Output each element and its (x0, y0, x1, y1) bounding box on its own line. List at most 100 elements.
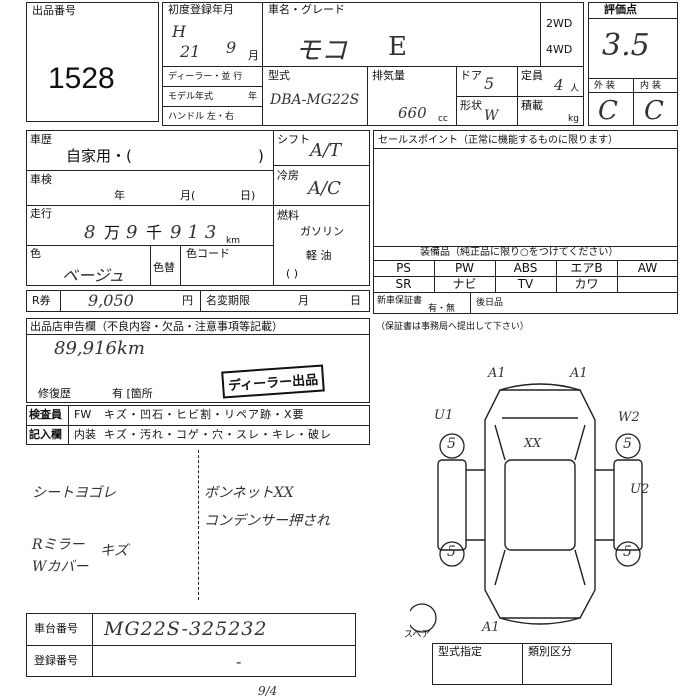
sales-box (373, 130, 678, 314)
equip-ps: PS (396, 261, 411, 275)
history-box (26, 130, 370, 286)
shape-label: 形状 (460, 99, 482, 112)
inspector-label: 検査員 (29, 408, 62, 421)
mark-tire-rl: 5 (447, 544, 456, 560)
recycle-label: R券 (32, 294, 51, 307)
tire-rear-left (439, 541, 465, 567)
capacity-label: 定員 (521, 69, 543, 82)
inspection-interior-items: キズ・汚れ・コゲ・穴・スレ・キレ・破レ (104, 428, 332, 441)
inspection-year: 年 (114, 189, 125, 202)
history-close: ) (258, 147, 264, 165)
month-unit: 月 (248, 49, 259, 62)
score-label: 評価点 (604, 3, 637, 16)
ac-label: 冷房 (277, 169, 299, 182)
recycle-yen: 円 (182, 294, 193, 307)
displacement: 660 (398, 104, 427, 122)
dealer-label: ディーラー・並 行 (168, 72, 243, 82)
inspection-interior-tag: 内装 (74, 428, 96, 441)
mark-bonnet: XX (524, 436, 542, 450)
model-year-label: モデル年式 (168, 92, 214, 102)
car-name-label: 車名・グレード (268, 3, 345, 16)
score: 3.5 (602, 28, 650, 63)
model-year-unit: 年 (248, 92, 258, 102)
cc-unit: cc (438, 114, 448, 124)
equip-tv: TV (517, 277, 534, 291)
equip-airbag: エアB (570, 261, 603, 275)
tire-front-right (615, 433, 641, 459)
mileage-man-unit: 万 (104, 223, 121, 242)
warranty-note: （保証書は事務局へ提出して下さい） (376, 322, 529, 332)
history-label: 車歴 (30, 133, 52, 146)
mark-w2: W2 (618, 410, 640, 425)
type-value: DBA-MG22S (270, 92, 360, 108)
shape: W (484, 108, 499, 124)
equip-sr: SR (395, 277, 412, 291)
spare-tire (410, 603, 437, 633)
reg-month: 9 (226, 38, 237, 57)
note-cover: Wカバー (32, 559, 89, 575)
note-seat: シートヨゴレ (32, 485, 116, 501)
doors-label: ドア (460, 69, 482, 82)
report-label: 出品店申告欄（不良内容・欠品・注意事項等記載） (30, 320, 283, 333)
capacity-unit: 人 (570, 84, 580, 94)
mileage-label: 走行 (30, 207, 52, 220)
shift-label: シフト (277, 133, 310, 146)
capacity: 4 (554, 76, 564, 94)
tire-rear-right (615, 541, 641, 567)
recycle-value: 9,050 (88, 291, 134, 310)
era: H (172, 22, 186, 41)
fuel-label: 燃料 (277, 209, 299, 222)
inspection-fw-tag: FW (74, 408, 92, 421)
lot-number-box (26, 2, 159, 122)
car-body-outline (484, 389, 596, 619)
mark-tire-fl: 5 (447, 436, 456, 452)
warranty-value: 有・無 (428, 304, 456, 314)
sales-label: セールスポイント（正常に機能するものに限ります） (378, 135, 618, 146)
kg-unit: kg (568, 114, 579, 124)
mileage-sen-unit: 千 (146, 223, 163, 242)
name-change-day: 日 (350, 294, 361, 307)
mark-front-left: A1 (488, 366, 506, 381)
equip-navi: ナビ (452, 277, 477, 291)
history-value: 自家用・( (66, 147, 132, 165)
rear-item-label: 後日品 (476, 298, 504, 308)
lot-number-label: 出品番号 (32, 4, 76, 17)
fuel-other: ( ) (286, 267, 299, 280)
grade: E (388, 32, 407, 62)
equip-leather: カワ (574, 277, 599, 291)
inspection-date-label: 車検 (30, 173, 52, 186)
inspection-fw-items: キズ・凹石・ヒビ割・リペア跡・X要 (104, 408, 305, 421)
color-label: 色 (30, 247, 41, 260)
drive-4wd: 4WD (546, 43, 573, 56)
mileage-sen1: 9 (126, 222, 138, 243)
spec-label: 型式指定 (438, 645, 482, 658)
spare-label: スペア (404, 630, 431, 640)
equip-abs: ABS (513, 261, 538, 275)
page-mark: 9/4 (258, 684, 278, 698)
handle-label: ハンドル 左・右 (168, 112, 234, 122)
color-value: ベージュ (62, 266, 125, 285)
repair-history-label: 修復歴 (38, 387, 71, 400)
interior-label: 内 装 (640, 81, 661, 91)
load-label: 積載 (521, 99, 543, 112)
exterior-label: 外 装 (594, 81, 615, 91)
drive-2wd: 2WD (546, 17, 573, 30)
registration-value: - (236, 652, 242, 671)
class-label: 類別区分 (528, 645, 572, 658)
report-box (26, 318, 370, 403)
name-change-label: 名変期限 (206, 294, 250, 307)
color-code-label: 色コード (186, 247, 230, 260)
exterior-grade: C (598, 96, 618, 126)
equipment-label: 装備品（純正品に限り○をつけてください） (420, 247, 619, 258)
mark-u1: U1 (434, 408, 454, 423)
main-header-box (162, 2, 584, 126)
inspection-month: 月( (180, 189, 196, 202)
equip-aw: AW (637, 261, 658, 275)
chassis-number: MG22S-325232 (104, 618, 268, 640)
recycle-box (26, 290, 370, 312)
first-reg-label: 初度登録年月 (168, 3, 234, 16)
mark-rear: A1 (482, 620, 500, 635)
color-change-label: 色替 (153, 261, 175, 274)
repair-history-value: 有 [箇所 (112, 387, 153, 400)
mark-tire-fr: 5 (623, 436, 632, 452)
